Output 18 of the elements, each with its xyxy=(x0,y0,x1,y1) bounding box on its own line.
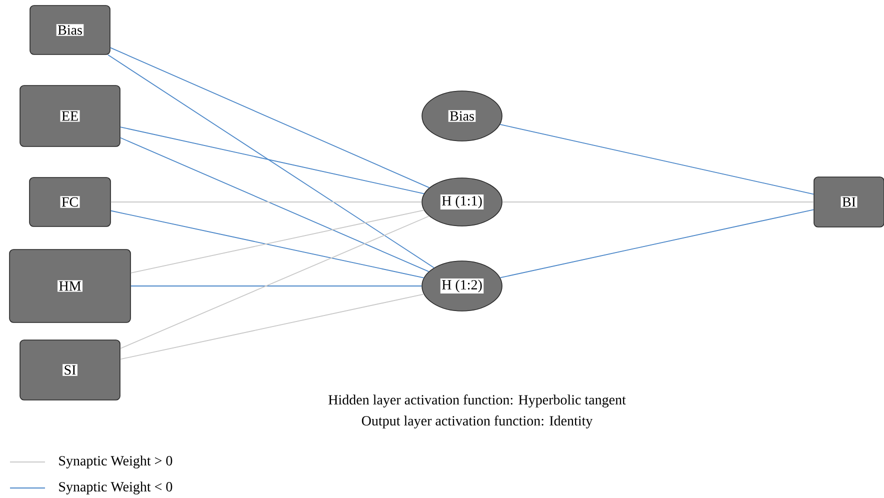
connection-line xyxy=(108,54,434,268)
connection-line xyxy=(500,124,814,195)
legend-text: Synaptic Weight < 0 xyxy=(59,482,172,494)
connection-line xyxy=(110,47,430,188)
input-box: HM xyxy=(9,249,131,323)
connection-line xyxy=(120,216,430,349)
connection-line xyxy=(120,294,424,360)
note-text: Hidden layer activation function: Hyperbolic tangent xyxy=(328,394,626,408)
input-box: FC xyxy=(29,177,111,227)
connection-line xyxy=(120,137,430,272)
note-text: Output layer activation function: Identity xyxy=(362,416,593,428)
input-box: BI xyxy=(814,176,884,228)
input-box: SI xyxy=(20,340,120,400)
legend-text: Synaptic Weight > 0 xyxy=(59,456,172,468)
input-box: Bias xyxy=(30,5,110,55)
input-box: EE xyxy=(20,85,120,147)
connection-line xyxy=(120,126,424,194)
connection-line xyxy=(500,209,814,278)
